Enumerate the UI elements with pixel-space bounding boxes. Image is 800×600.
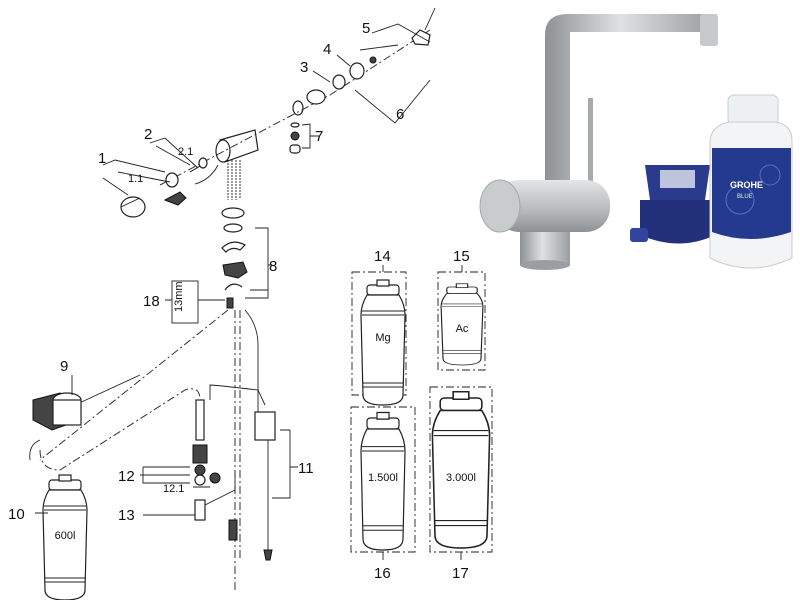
part-label-8: 8 xyxy=(269,258,277,275)
part-label-4: 4 xyxy=(323,41,331,58)
hoses-and-valves xyxy=(39,309,276,590)
faucet-photo xyxy=(479,14,718,270)
part-label-12-1: 12.1 xyxy=(163,483,184,495)
part-label-18: 18 xyxy=(143,293,160,310)
product-photo: GROHE BLUE xyxy=(479,14,793,270)
cartridge-15-box xyxy=(437,271,486,371)
filter-head-drawing xyxy=(29,392,82,461)
handle-parts xyxy=(120,7,436,218)
cartridge-label-3000l: 3.000l xyxy=(446,472,476,484)
bottle-brand: GROHE xyxy=(730,180,763,190)
part-label-12: 12 xyxy=(118,468,135,485)
part-label-1: 1 xyxy=(98,150,106,167)
part-labels: 1 1.1 2 2.1 3 4 5 6 7 8 9 10 11 12 12.1 … xyxy=(8,20,470,582)
filter-bottle-photo: GROHE BLUE xyxy=(709,94,793,269)
mounting-parts xyxy=(221,207,248,309)
bottle-brand-sub: BLUE xyxy=(737,194,753,200)
part-label-3: 3 xyxy=(300,59,308,76)
part-label-9: 9 xyxy=(60,358,68,375)
part-label-13: 13 xyxy=(118,507,135,524)
part-label-11: 11 xyxy=(298,460,314,477)
part-label-1-1: 1.1 xyxy=(128,173,143,185)
faucet-body-drawing xyxy=(215,80,304,200)
part-label-5: 5 xyxy=(362,20,370,37)
cartridge-label-ac: Ac xyxy=(456,323,469,335)
cartridge-labels: 600l Mg Ac 1.500l 3.000l xyxy=(55,323,476,542)
part-label-7: 7 xyxy=(315,128,323,145)
cartridge-label-1500l: 1.500l xyxy=(368,472,398,484)
cartridge-label-600l: 600l xyxy=(55,530,76,542)
filter-head-photo xyxy=(630,165,715,244)
part-label-16: 16 xyxy=(374,565,391,582)
part-label-15: 15 xyxy=(453,248,470,265)
part-label-10: 10 xyxy=(8,506,25,523)
dimension-box xyxy=(171,280,199,324)
cartridge-label-mg: Mg xyxy=(375,332,390,344)
part-label-14: 14 xyxy=(374,248,391,265)
part-label-17: 17 xyxy=(452,565,469,582)
part-label-6: 6 xyxy=(396,106,404,123)
leader-lines xyxy=(35,23,463,560)
part-label-2: 2 xyxy=(144,126,152,143)
cartridge-3000l-drawing xyxy=(431,390,491,549)
dimension-label: 13mm xyxy=(173,281,185,312)
part-label-2-1: 2.1 xyxy=(178,146,193,158)
